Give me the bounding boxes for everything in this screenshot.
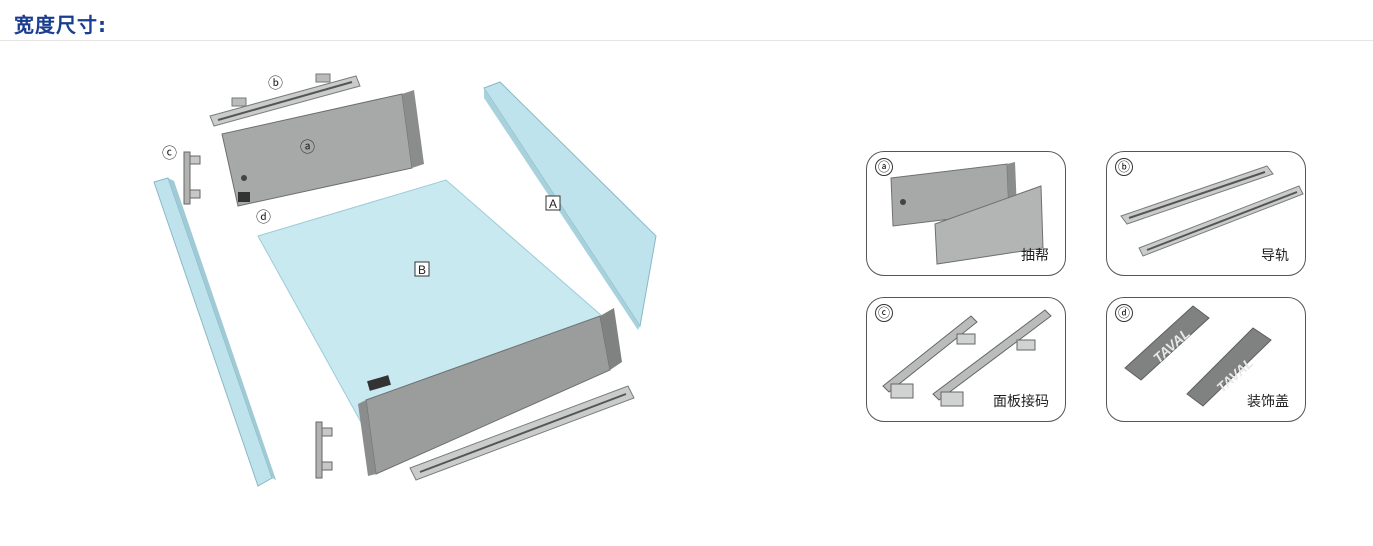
connector-c — [183, 151, 191, 205]
part-letter: ⓓ — [1115, 304, 1133, 322]
part-card-c: ⓒ 面板接码 — [866, 297, 1066, 422]
front-panel-connectors-icon — [882, 309, 1052, 407]
label-b: ⓑ — [268, 75, 283, 92]
label-A: A — [549, 197, 557, 211]
label-d: ⓓ — [256, 209, 271, 226]
drawer-side-panels-icon — [890, 162, 1044, 265]
part-letter: ⓐ — [875, 158, 893, 176]
part-caption: 抽帮 — [1021, 248, 1049, 264]
part-caption: 导轨 — [1261, 248, 1289, 264]
exploded-drawer-diagram: ⓑ ⓐ ⓒ ⓓ A B — [153, 73, 657, 487]
drawer-slide-rails-icon — [1120, 165, 1304, 257]
label-c: ⓒ — [162, 145, 177, 162]
part-caption: 装饰盖 — [1247, 394, 1289, 410]
label-B: B — [418, 263, 426, 277]
decorative-caps-icon: TAVAL TAVAL — [1124, 305, 1272, 407]
header: 宽度尺寸: — [0, 0, 1373, 41]
part-card-a: ⓐ 抽帮 — [866, 151, 1066, 276]
page-title: 宽度尺寸: — [14, 13, 107, 37]
part-caption: 面板接码 — [993, 394, 1049, 410]
part-card-d: ⓓ TAVAL TAVAL 装饰盖 — [1106, 297, 1306, 422]
part-letter: ⓒ — [875, 304, 893, 322]
left-panel — [153, 177, 273, 487]
label-a: ⓐ — [300, 139, 315, 156]
part-card-b: ⓑ 导轨 — [1106, 151, 1306, 276]
part-letter: ⓑ — [1115, 158, 1133, 176]
